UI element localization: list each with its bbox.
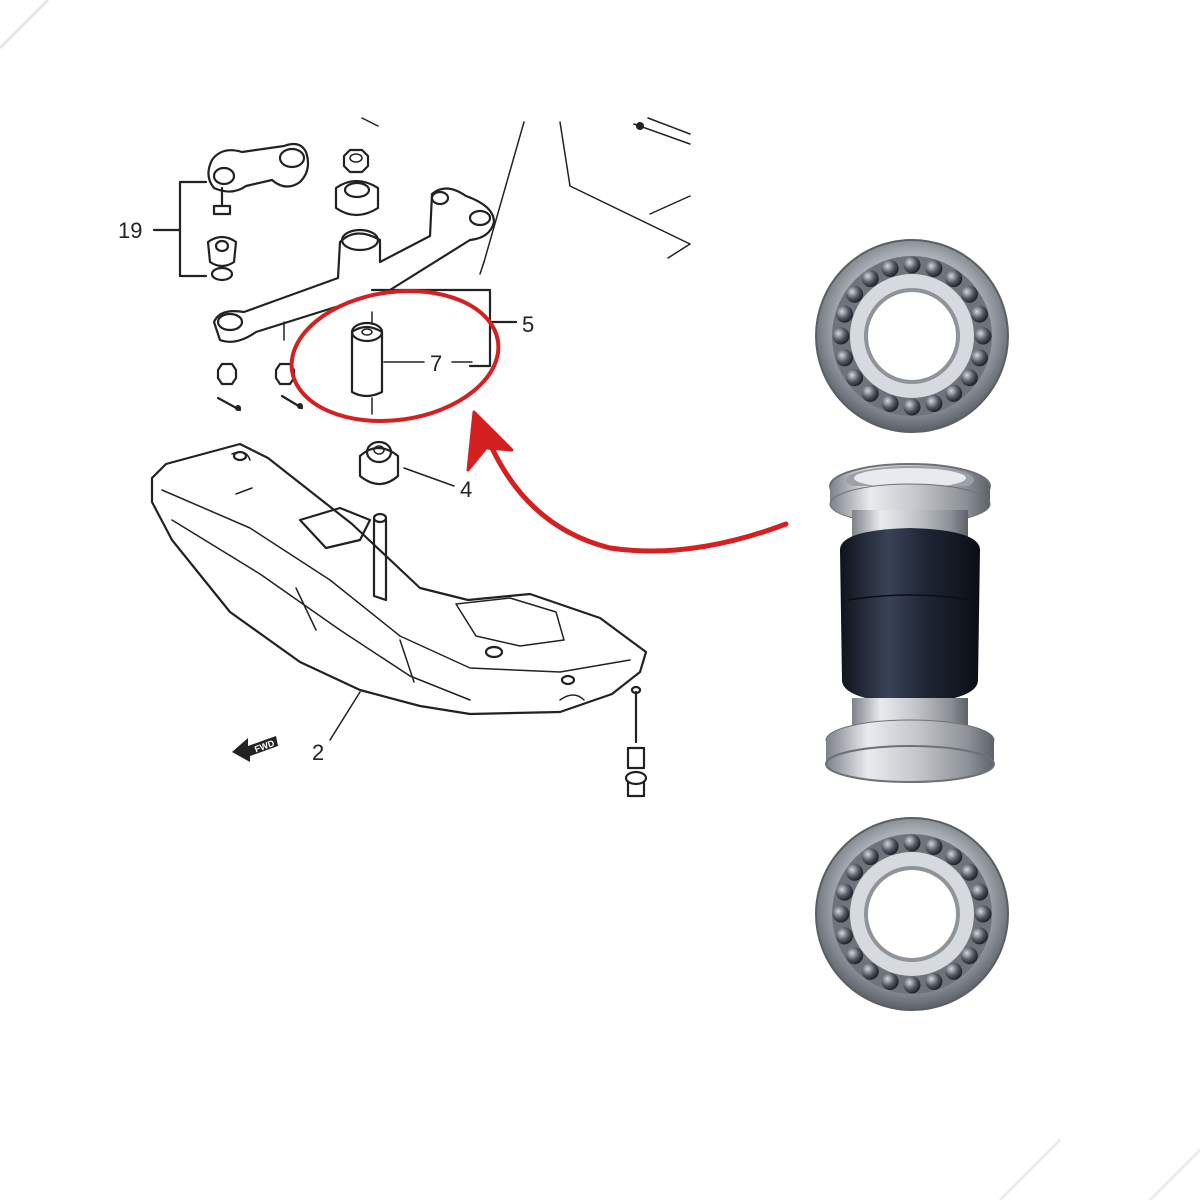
bearing-ball: [836, 349, 853, 367]
arrowhead-icon: [466, 410, 514, 472]
bearing-ball: [925, 973, 943, 990]
bearing-ball: [903, 976, 921, 994]
bearing-ball: [925, 838, 943, 855]
bearing-ball: [903, 256, 921, 274]
bearing-ball: [881, 395, 899, 412]
bearing-ball: [861, 270, 879, 288]
bearing-ball: [836, 305, 853, 323]
part-4-lower-bushing: [358, 440, 455, 487]
bearing-ball: [945, 384, 963, 402]
bearing-ball: [861, 962, 879, 980]
bearing-ball: [925, 260, 943, 277]
bearing-ball: [881, 260, 899, 277]
bearing-ball: [960, 863, 978, 881]
bearing-ball: [836, 927, 853, 945]
bearing-ball: [945, 270, 963, 288]
bearing-ball: [881, 973, 899, 990]
bearing-top-photo: [815, 239, 1009, 433]
highlight-circle: [289, 288, 501, 424]
bushing-photo: [825, 463, 995, 783]
mount-bolt: [624, 685, 648, 798]
bearing-ball: [971, 349, 988, 367]
bearing-ball: [960, 947, 978, 965]
highlight-annotation: [289, 288, 789, 554]
callout-7: 7: [430, 351, 442, 376]
bearing-ball: [846, 863, 864, 881]
bearing-ball: [836, 883, 853, 901]
fwd-label: FWD: [253, 738, 276, 755]
part-2-crossmember: [150, 442, 648, 741]
bearing-ball: [960, 369, 978, 387]
bearing-ball: [846, 369, 864, 387]
bearing-ball: [945, 962, 963, 980]
part-19-drag-link: [152, 142, 310, 282]
callout-2: 2: [312, 740, 324, 765]
bearing-ball: [846, 285, 864, 303]
bearing-ball: [960, 285, 978, 303]
bearing-ball: [925, 395, 943, 412]
bearing-ball: [945, 848, 963, 866]
bearing-ball: [861, 384, 879, 402]
callout-5: 5: [522, 312, 534, 337]
bearing-ball: [861, 848, 879, 866]
bearing-ball: [974, 905, 992, 923]
cropped-fragments: [361, 117, 691, 263]
part-7-sleeve: [350, 311, 473, 415]
bearing-ball: [832, 327, 850, 345]
bearing-balls: [832, 256, 992, 416]
bearing-ball: [903, 398, 921, 416]
bearing-ball: [971, 883, 988, 901]
nuts-and-bolts: [216, 362, 304, 412]
bearing-bottom-photo: [815, 817, 1009, 1011]
bearing-ball: [832, 905, 850, 923]
callout-4: 4: [460, 477, 472, 502]
bearing-balls: [832, 834, 992, 994]
bearing-ball: [881, 838, 899, 855]
bearing-ball: [903, 834, 921, 852]
callout-5-bracket: [370, 261, 518, 368]
idler-arm: [212, 187, 496, 343]
curved-arrow: [489, 445, 789, 554]
fwd-arrow-icon: FWD: [232, 736, 278, 762]
parts-diagram: 19 5: [118, 117, 691, 798]
callout-19: 19: [118, 218, 142, 243]
nut-and-upper-bushing: [334, 148, 380, 217]
bearing-ball: [846, 947, 864, 965]
bearing-ball: [971, 927, 988, 945]
bearing-ball: [971, 305, 988, 323]
bearing-ball: [974, 327, 992, 345]
